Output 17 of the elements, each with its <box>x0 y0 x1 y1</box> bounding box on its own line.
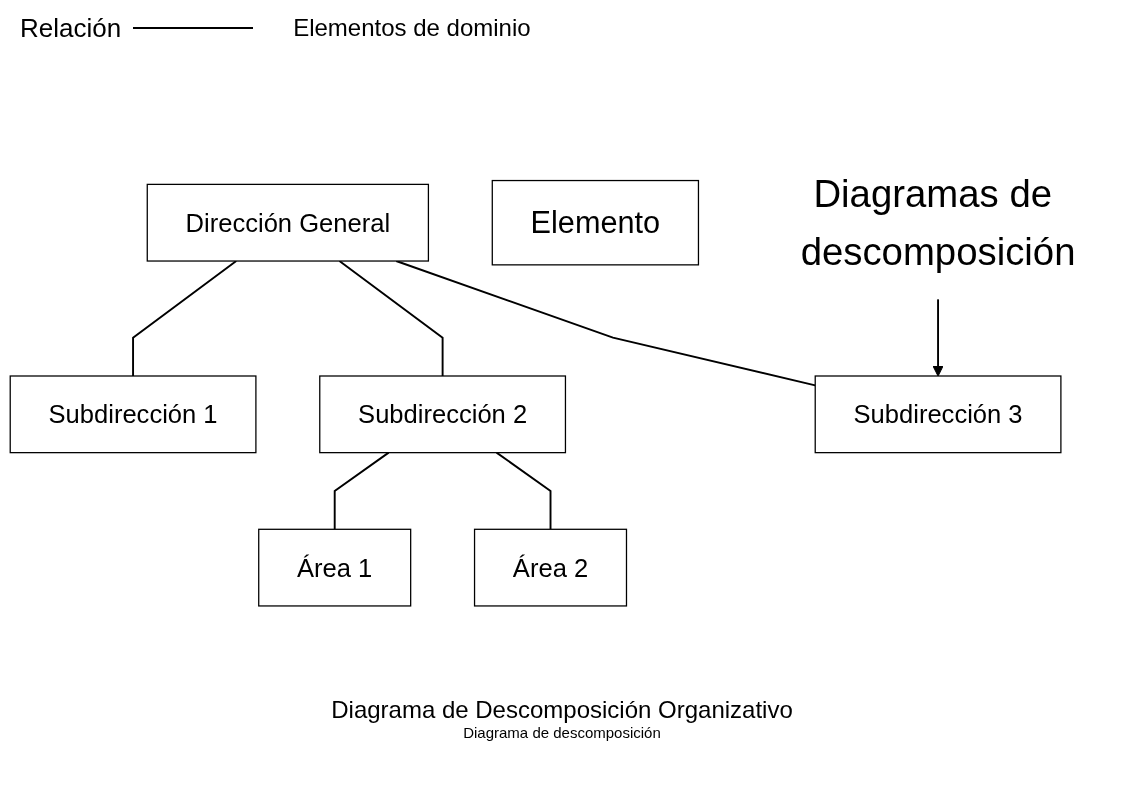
node-box: Dirección General <box>146 183 430 262</box>
node-box: Área 1 <box>258 528 412 607</box>
node-box: Subdirección 2 <box>319 375 567 454</box>
arrow <box>932 298 944 377</box>
node-box: Elemento <box>491 179 700 266</box>
legend-text: Relación <box>20 12 122 44</box>
connector <box>338 260 444 377</box>
caption: Diagrama de descomposición <box>462 724 662 741</box>
node-box: Subdirección 3 <box>814 375 1062 454</box>
node-text: Diagramas de descomposición <box>800 172 1076 273</box>
connector <box>495 451 552 531</box>
connector <box>132 260 238 377</box>
diagram-label: Diagrama de Descomposición Organizativo <box>330 696 794 724</box>
heading-label: Elementos de dominio <box>293 14 531 42</box>
node-box: Área 2 <box>473 528 628 607</box>
connector <box>333 451 390 531</box>
node-box: Subdirección 1 <box>9 375 257 454</box>
